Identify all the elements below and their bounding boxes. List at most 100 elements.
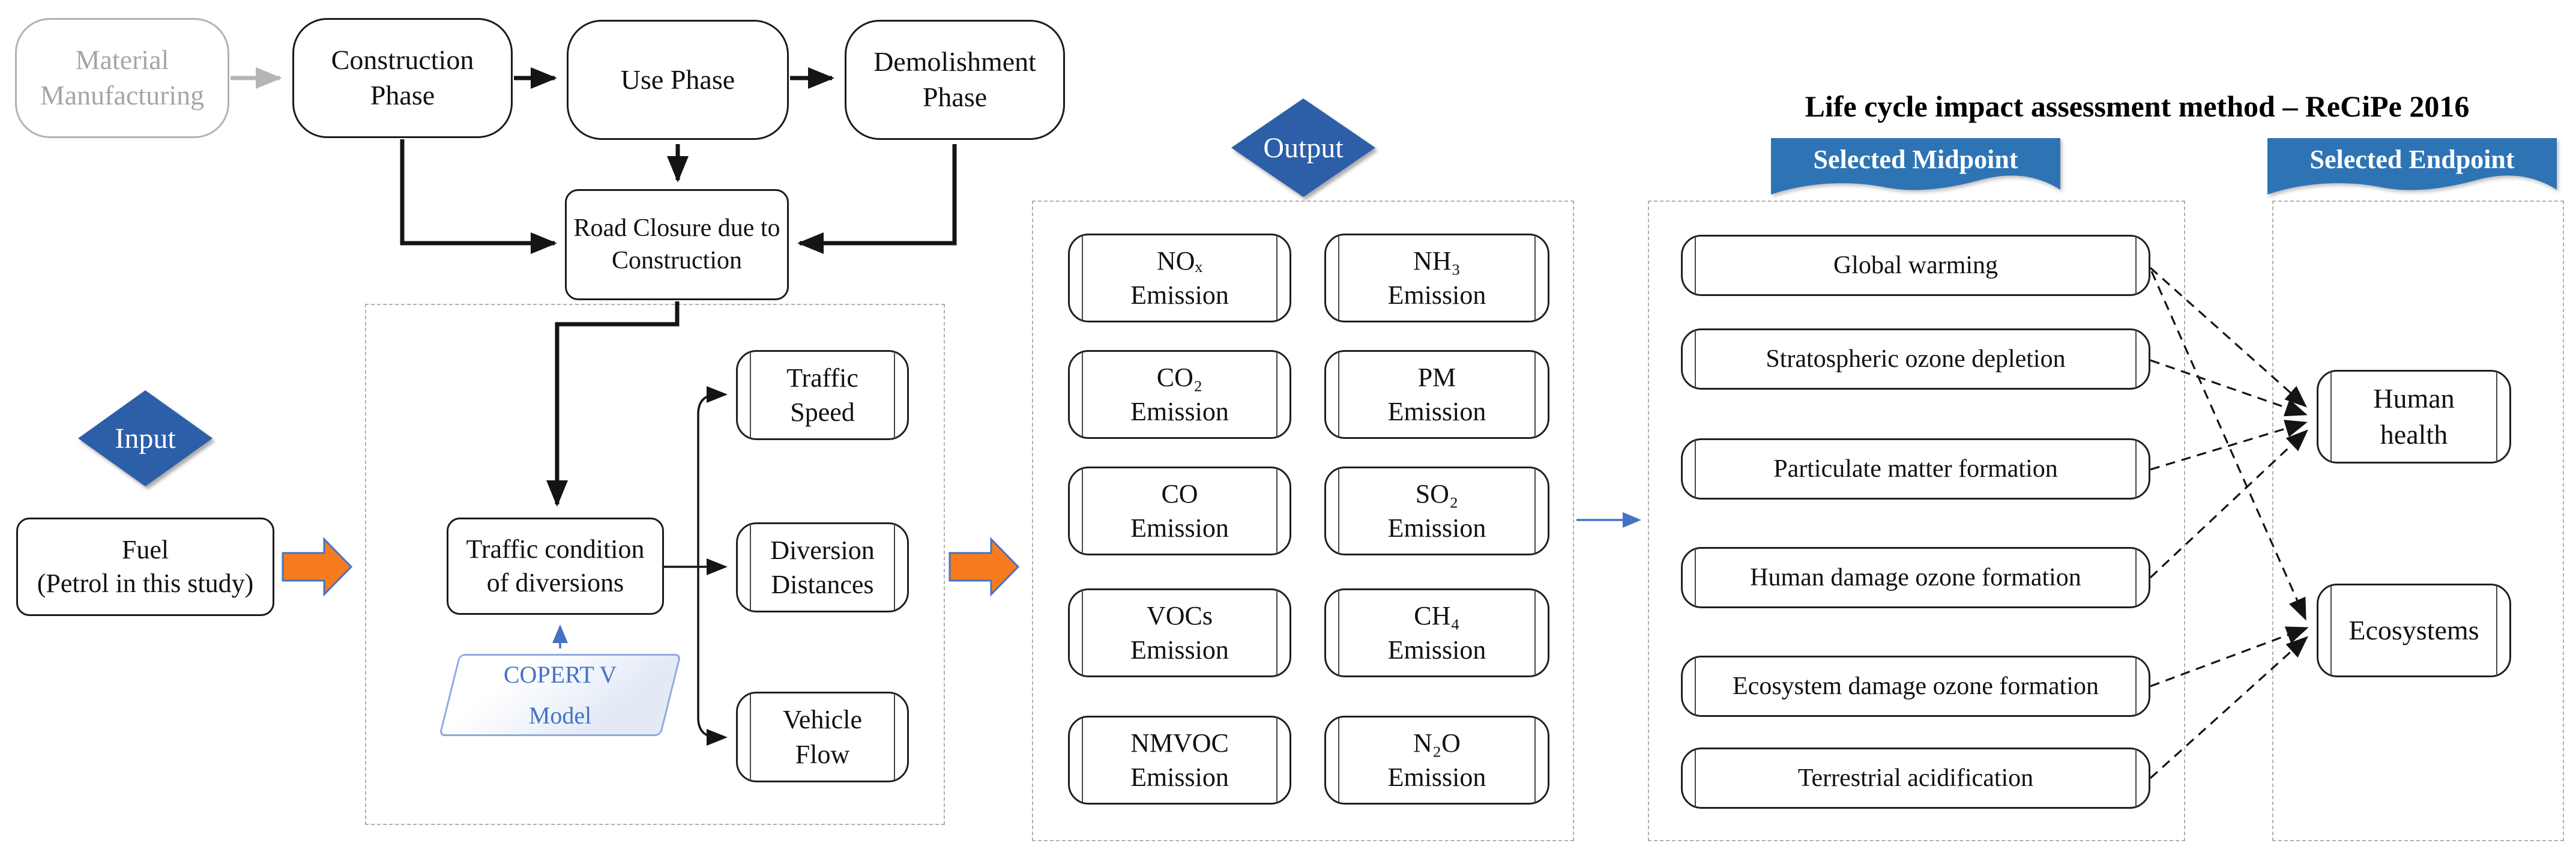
phase-label: Construction Phase <box>331 44 474 110</box>
emission-word: Emission <box>1387 763 1486 792</box>
arrow-ozonedepletion-to-humanhealth <box>2150 359 2308 417</box>
emission-formula: NMVOC <box>1130 728 1229 758</box>
traffic-condition-line1: Traffic condition <box>466 534 645 564</box>
midpoint-label: Stratospheric ozone depletion <box>1766 345 2066 373</box>
param-line2: Speed <box>790 397 855 427</box>
arrow-roadclosure-to-trafficcondition <box>546 301 680 507</box>
emission-formula: NH₃ <box>1413 246 1461 276</box>
traffic-condition-line2: of diversions <box>486 568 624 597</box>
arrow-globalwarming-to-ecosystems <box>2150 271 2306 621</box>
emission-word: Emission <box>1387 513 1486 543</box>
emission-co2-node: CO₂ Emission <box>1068 350 1291 439</box>
endpoint-human-health: Human health <box>2317 370 2511 464</box>
output-diamond: Output <box>1231 98 1375 197</box>
traffic-section-container <box>365 304 945 825</box>
arrow-to-traffic-speed <box>697 386 728 567</box>
endpoint-ecosystems: Ecosystems <box>2317 584 2511 677</box>
copert-line1: COPERT V <box>503 660 617 688</box>
endpoint-label: Human health <box>2373 383 2455 450</box>
midpoint-banner-label: Selected Midpoint <box>1813 145 2018 174</box>
param-line2: Flow <box>795 739 850 769</box>
arrow-acidification-to-ecosystems <box>2149 636 2308 779</box>
emission-word: Emission <box>1130 635 1229 665</box>
emission-n2o-node: N₂O Emission <box>1324 716 1549 805</box>
emission-so2-node: SO₂ Emission <box>1324 467 1549 555</box>
emission-formula: CO <box>1161 479 1198 509</box>
traffic-speed-node: Traffic Speed <box>736 350 909 440</box>
fuel-line2: (Petrol in this study) <box>37 569 254 598</box>
output-badge-label: Output <box>1263 131 1344 164</box>
emission-formula: CO₂ <box>1156 362 1203 392</box>
emission-formula: VOCs <box>1146 600 1213 630</box>
param-line1: Traffic <box>786 363 858 393</box>
emission-word: Emission <box>1130 513 1229 543</box>
phase-demolishment: Demolishment Phase <box>845 20 1065 140</box>
midpoint-label: Ecosystem damage ozone formation <box>1733 672 2099 700</box>
emission-pm-node: PM Emission <box>1324 350 1549 439</box>
midpoint-section-container <box>1648 201 2185 841</box>
diversion-distances-node: Diversion Distances <box>736 522 909 612</box>
midpoint-particulate-matter-formation: Particulate matter formation <box>1681 438 2150 500</box>
arrow-ecoozone-to-ecosystems <box>2150 626 2309 687</box>
copert-model-node: COPERT V Model <box>438 654 682 736</box>
arrow-humanozone-to-humanhealth <box>2149 429 2308 579</box>
param-line2: Distances <box>771 570 874 599</box>
emission-formula: N₂O <box>1413 728 1461 758</box>
block-arrow-fuel-to-traffic <box>282 537 353 597</box>
ribbon-shape <box>2267 138 2557 195</box>
midpoint-ecosystem-damage-ozone-formation: Ecosystem damage ozone formation <box>1681 656 2150 717</box>
emission-formula: SO₂ <box>1415 479 1459 509</box>
param-line1: Vehicle <box>783 705 862 735</box>
fuel-line1: Fuel <box>121 534 169 564</box>
lcia-title: Life cycle impact assessment method – Re… <box>1759 89 2515 124</box>
param-line1: Diversion <box>770 535 875 565</box>
copert-line2: Model <box>528 701 592 729</box>
vehicle-flow-node: Vehicle Flow <box>736 692 909 782</box>
arrow-construction-to-roadclosure <box>400 139 557 254</box>
traffic-condition-node: Traffic condition of diversions <box>447 518 664 615</box>
input-diamond: Input <box>78 390 213 486</box>
emission-word: Emission <box>1387 280 1486 310</box>
emission-nox-node: NOₓ Emission <box>1068 234 1291 322</box>
ribbon-shape <box>1771 138 2060 195</box>
phase-label: Demolishment Phase <box>873 46 1036 112</box>
arrow-particulate-to-humanhealth <box>2150 420 2308 471</box>
emission-nh3-node: NH₃ Emission <box>1324 234 1549 322</box>
phase-label: Material Manufacturing <box>40 44 205 110</box>
midpoint-label: Global warming <box>1833 251 1998 279</box>
road-closure-label: Road Closure due to Construction <box>573 214 780 274</box>
emission-co-node: CO Emission <box>1068 467 1291 555</box>
block-arrow-traffic-to-output <box>949 537 1020 597</box>
emission-word: Emission <box>1387 397 1486 426</box>
selected-midpoint-banner: Selected Midpoint <box>1771 138 2060 201</box>
midpoint-human-damage-ozone-formation: Human damage ozone formation <box>1681 547 2150 608</box>
midpoint-terrestrial-acidification: Terrestrial acidification <box>1681 748 2150 809</box>
phase-construction: Construction Phase <box>292 18 513 138</box>
output-section-container <box>1032 201 1574 841</box>
phase-use: Use Phase <box>567 20 789 140</box>
arrow-globalwarming-to-humanhealth <box>2149 267 2307 408</box>
midpoint-label: Terrestrial acidification <box>1797 764 2034 792</box>
emission-word: Emission <box>1130 397 1229 426</box>
arrow-to-vehicle-flow <box>697 567 728 746</box>
endpoint-label: Ecosystems <box>2348 615 2479 646</box>
emission-word: Emission <box>1387 635 1486 665</box>
phase-label: Use Phase <box>620 64 735 95</box>
midpoint-global-warming: Global warming <box>1681 235 2150 296</box>
input-badge-label: Input <box>115 422 176 455</box>
emission-formula: CH₄ <box>1414 600 1460 630</box>
fuel-node: Fuel (Petrol in this study) <box>16 518 274 616</box>
selected-endpoint-banner: Selected Endpoint <box>2267 138 2557 201</box>
lcia-title-text: Life cycle impact assessment method – Re… <box>1805 89 2470 123</box>
emission-word: Emission <box>1130 280 1229 310</box>
midpoint-label: Particulate matter formation <box>1773 455 2058 483</box>
emission-formula: NOₓ <box>1156 246 1203 276</box>
endpoint-section-container <box>2272 201 2564 841</box>
emission-ch4-node: CH₄ Emission <box>1324 588 1549 677</box>
emission-word: Emission <box>1130 763 1229 792</box>
phase-material-manufacturing: Material Manufacturing <box>15 18 229 138</box>
midpoint-stratospheric-ozone-depletion: Stratospheric ozone depletion <box>1681 328 2150 390</box>
emission-nmvoc-node: NMVOC Emission <box>1068 716 1291 805</box>
